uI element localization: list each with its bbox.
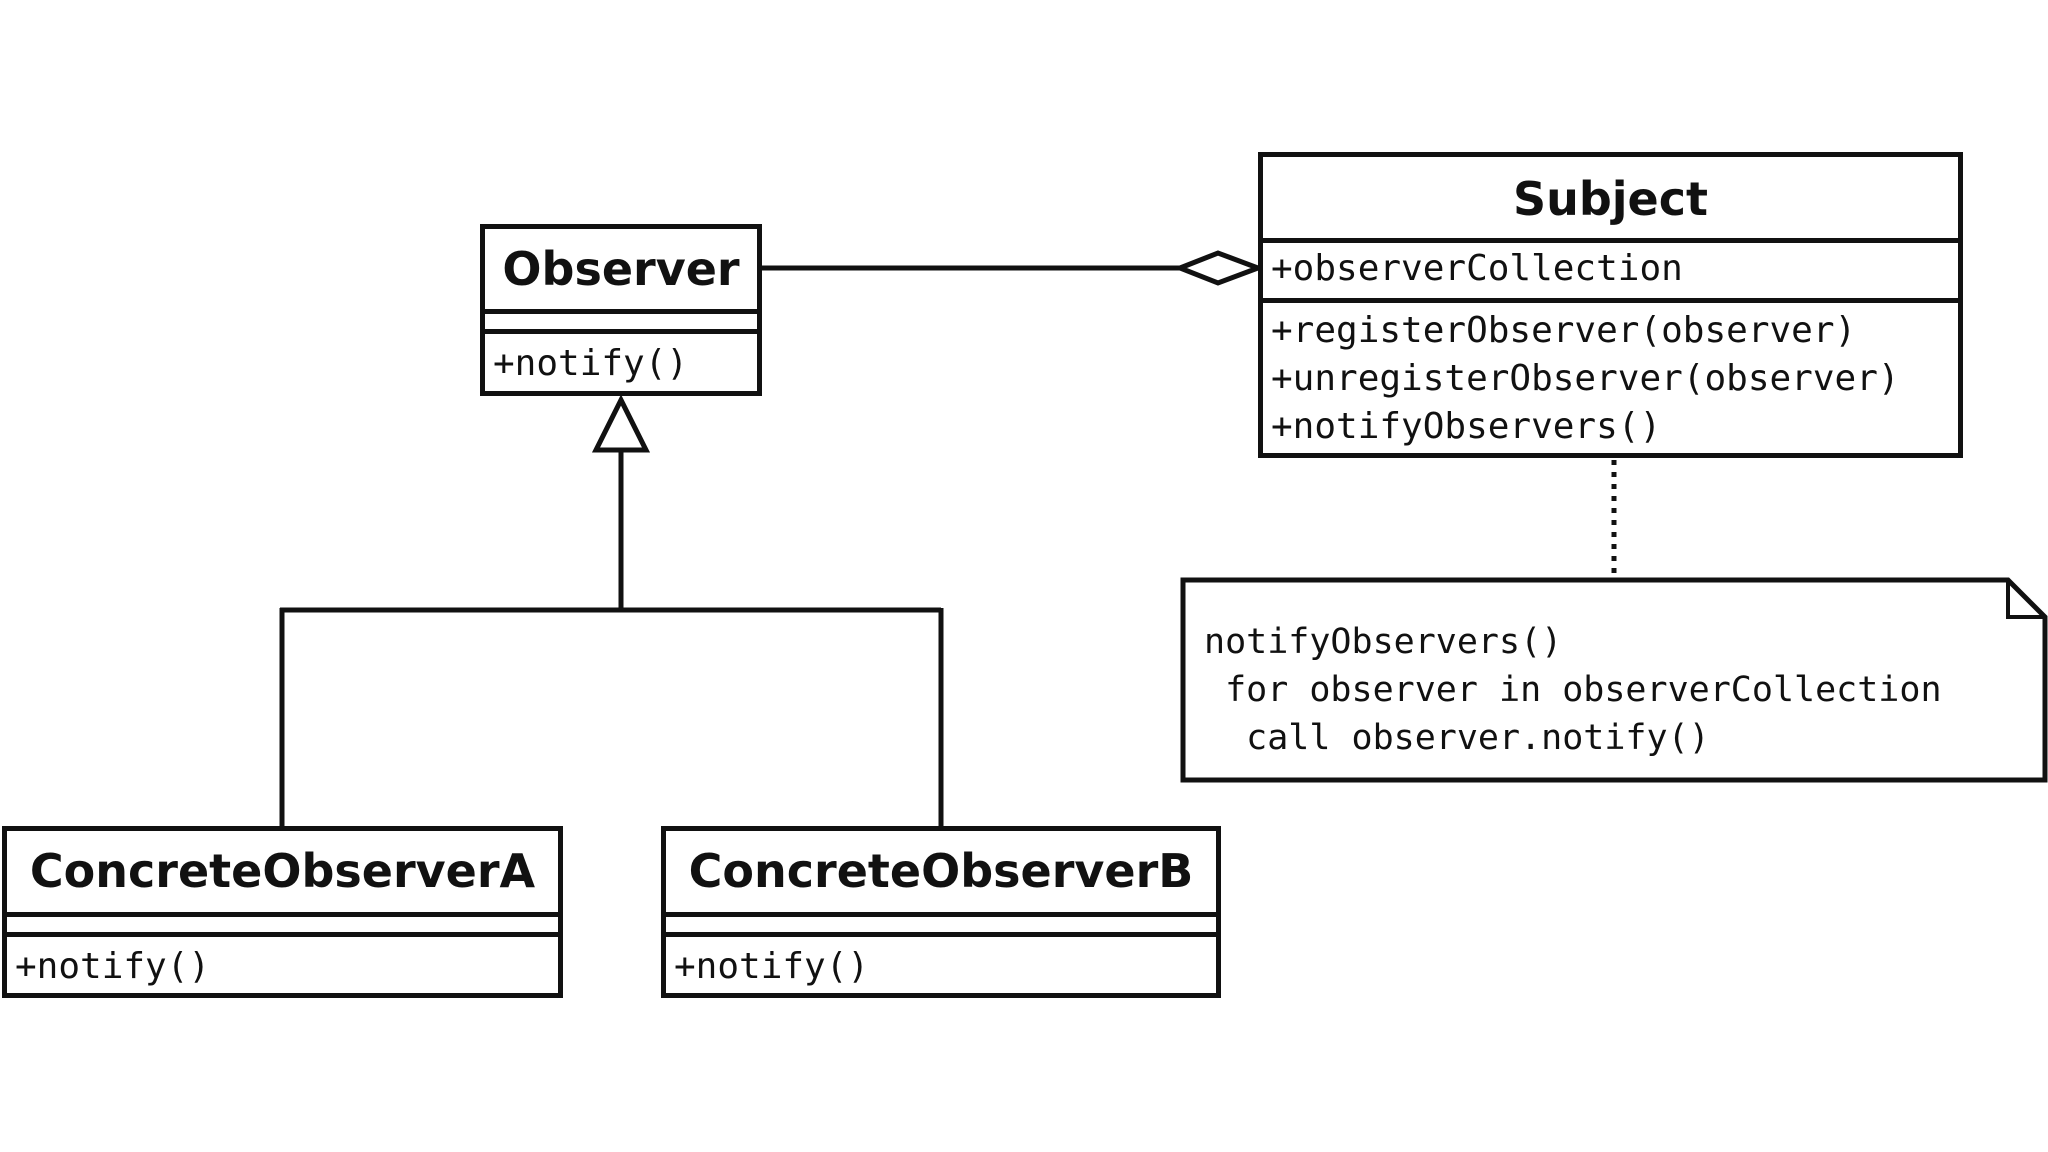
operation-notify-observers: +notifyObservers() [1271, 406, 1662, 447]
class-concrete-observer-b-name: ConcreteObserverB [666, 831, 1216, 917]
note-line-1: notifyObservers() [1204, 622, 1563, 662]
class-subject: Subject +observerCollection +registerObs… [1258, 152, 1963, 458]
class-subject-operations: +registerObserver(observer) +unregisterO… [1263, 303, 1958, 451]
class-concrete-observer-b: ConcreteObserverB +notify() [661, 826, 1221, 998]
class-concrete-observer-b-attributes [666, 917, 1216, 937]
inheritance-triangle [591, 394, 651, 453]
note-fold [2006, 580, 2045, 619]
operation-register-observer: +registerObserver(observer) [1271, 310, 1857, 351]
operation-notify: +notify() [15, 946, 211, 987]
aggregation-diamond [1173, 250, 1266, 286]
class-concrete-observer-a: ConcreteObserverA +notify() [2, 826, 563, 998]
operation-notify: +notify() [674, 946, 870, 987]
class-observer-name: Observer [485, 229, 757, 314]
note-line-2: for observer in observerCollection [1204, 670, 1942, 710]
note-shape [1180, 577, 2048, 783]
operation-notify: +notify() [493, 343, 689, 384]
class-observer: Observer +notify() [480, 224, 762, 396]
class-observer-attributes [485, 314, 757, 334]
class-concrete-observer-b-operations: +notify() [666, 937, 1216, 991]
note-line-3: call observer.notify() [1204, 718, 1710, 758]
class-concrete-observer-a-operations: +notify() [7, 937, 558, 991]
class-subject-attributes: +observerCollection [1263, 243, 1958, 303]
class-observer-operations: +notify() [485, 334, 757, 388]
operation-unregister-observer: +unregisterObserver(observer) [1271, 358, 1900, 399]
class-concrete-observer-a-attributes [7, 917, 558, 937]
attribute-observer-collection: +observerCollection [1271, 248, 1683, 289]
class-subject-name: Subject [1263, 157, 1958, 243]
class-concrete-observer-a-name: ConcreteObserverA [7, 831, 558, 917]
